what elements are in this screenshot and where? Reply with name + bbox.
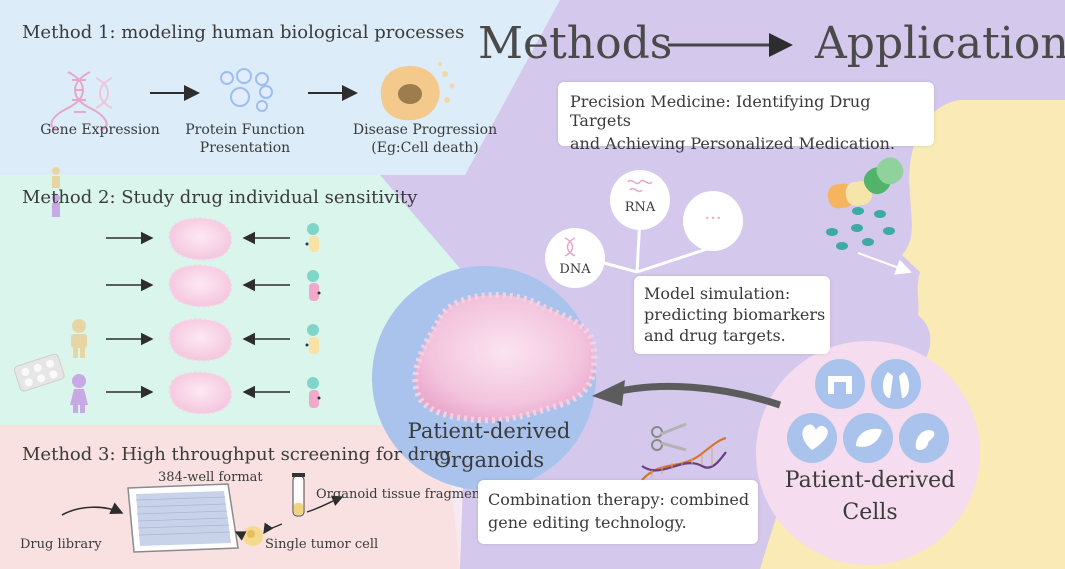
dna-icon xyxy=(50,71,113,131)
combination-line2: gene editing technology. xyxy=(488,513,687,532)
rna-bubble xyxy=(610,170,670,230)
rna-icon xyxy=(627,179,653,193)
library-arrow xyxy=(61,502,124,516)
model-line1: Model simulation: xyxy=(644,284,791,303)
lungs-icon xyxy=(882,372,910,398)
scissors-icon xyxy=(651,422,687,452)
cell-to-plate-arrow xyxy=(234,531,247,541)
tube-to-cell-arrow xyxy=(263,522,283,535)
tumor-cell-label: Single tumor cell xyxy=(265,537,379,552)
tube-icon xyxy=(292,473,305,517)
organoid-blob xyxy=(412,292,598,424)
pill-blister-icon xyxy=(13,353,65,392)
disease-progression-label: Disease Progression xyxy=(352,122,498,138)
more-label: ··· xyxy=(704,208,722,229)
methods-heading: Methods xyxy=(478,18,673,69)
combination-therapy-box: Combination therapy: combined gene editi… xyxy=(478,480,758,544)
protein-function-label: Protein Function xyxy=(185,122,305,138)
sensitivity-rows xyxy=(13,167,321,415)
rna-label: RNA xyxy=(624,200,656,215)
dying-cell-icon xyxy=(380,62,455,121)
plate-label: 384-well format xyxy=(158,470,263,485)
cells-line1: Patient-derived xyxy=(784,468,956,493)
more-bubble xyxy=(683,191,743,251)
dna-label: DNA xyxy=(559,262,591,277)
method1-panel xyxy=(0,0,560,175)
person-icon xyxy=(52,167,88,413)
stomach-icon xyxy=(915,429,935,451)
method3-title: Method 3: High throughput screening for … xyxy=(22,444,452,465)
liver-icon xyxy=(856,428,882,447)
organoids-line1: Patient-derived xyxy=(407,419,571,443)
dna-small-icon xyxy=(564,237,576,257)
organoids-line2: Organoids xyxy=(433,448,545,472)
model-line2: predicting biomarkers xyxy=(644,305,826,324)
combination-line1: Combination therapy: combined xyxy=(488,490,750,509)
protein-icon xyxy=(220,68,273,112)
well-plate-icon xyxy=(127,483,239,553)
gene-editing-dna-icon xyxy=(641,436,727,481)
organ-icons xyxy=(787,359,949,463)
library-label: Drug library xyxy=(20,537,102,552)
protein-presentation-label: Presentation xyxy=(199,140,291,156)
cells-to-organoids-arrow xyxy=(614,382,782,409)
flask-icon xyxy=(305,223,321,408)
model-simulation-box: Model simulation: predicting biomarkers … xyxy=(634,276,830,354)
application-heading: Application xyxy=(815,18,1065,69)
precision-line2: and Achieving Personalized Medication. xyxy=(570,134,895,153)
cells-line2: Cells xyxy=(842,500,898,525)
tumor-cell-icon xyxy=(243,526,263,546)
heart-icon xyxy=(802,424,828,450)
fragments-label: Organoid tissue fragments xyxy=(316,487,493,502)
intestine-icon xyxy=(828,376,852,394)
fragment-arrow xyxy=(306,495,344,513)
precision-medicine-box: Precision Medicine: Identifying Drug Tar… xyxy=(558,82,934,153)
pills-icon xyxy=(826,157,912,275)
method1-title: Method 1: modeling human biological proc… xyxy=(22,22,465,43)
precision-line1: Precision Medicine: Identifying Drug Tar… xyxy=(570,92,871,130)
model-line3: and drug targets. xyxy=(644,326,786,345)
cell-death-label: (Eg:Cell death) xyxy=(371,140,479,156)
method2-title: Method 2: Study drug individual sensitiv… xyxy=(22,187,418,208)
cells-to-organoids-arrowhead xyxy=(592,380,625,406)
dna-bubble xyxy=(545,228,605,288)
gene-expression-label: Gene Expression xyxy=(40,122,160,138)
